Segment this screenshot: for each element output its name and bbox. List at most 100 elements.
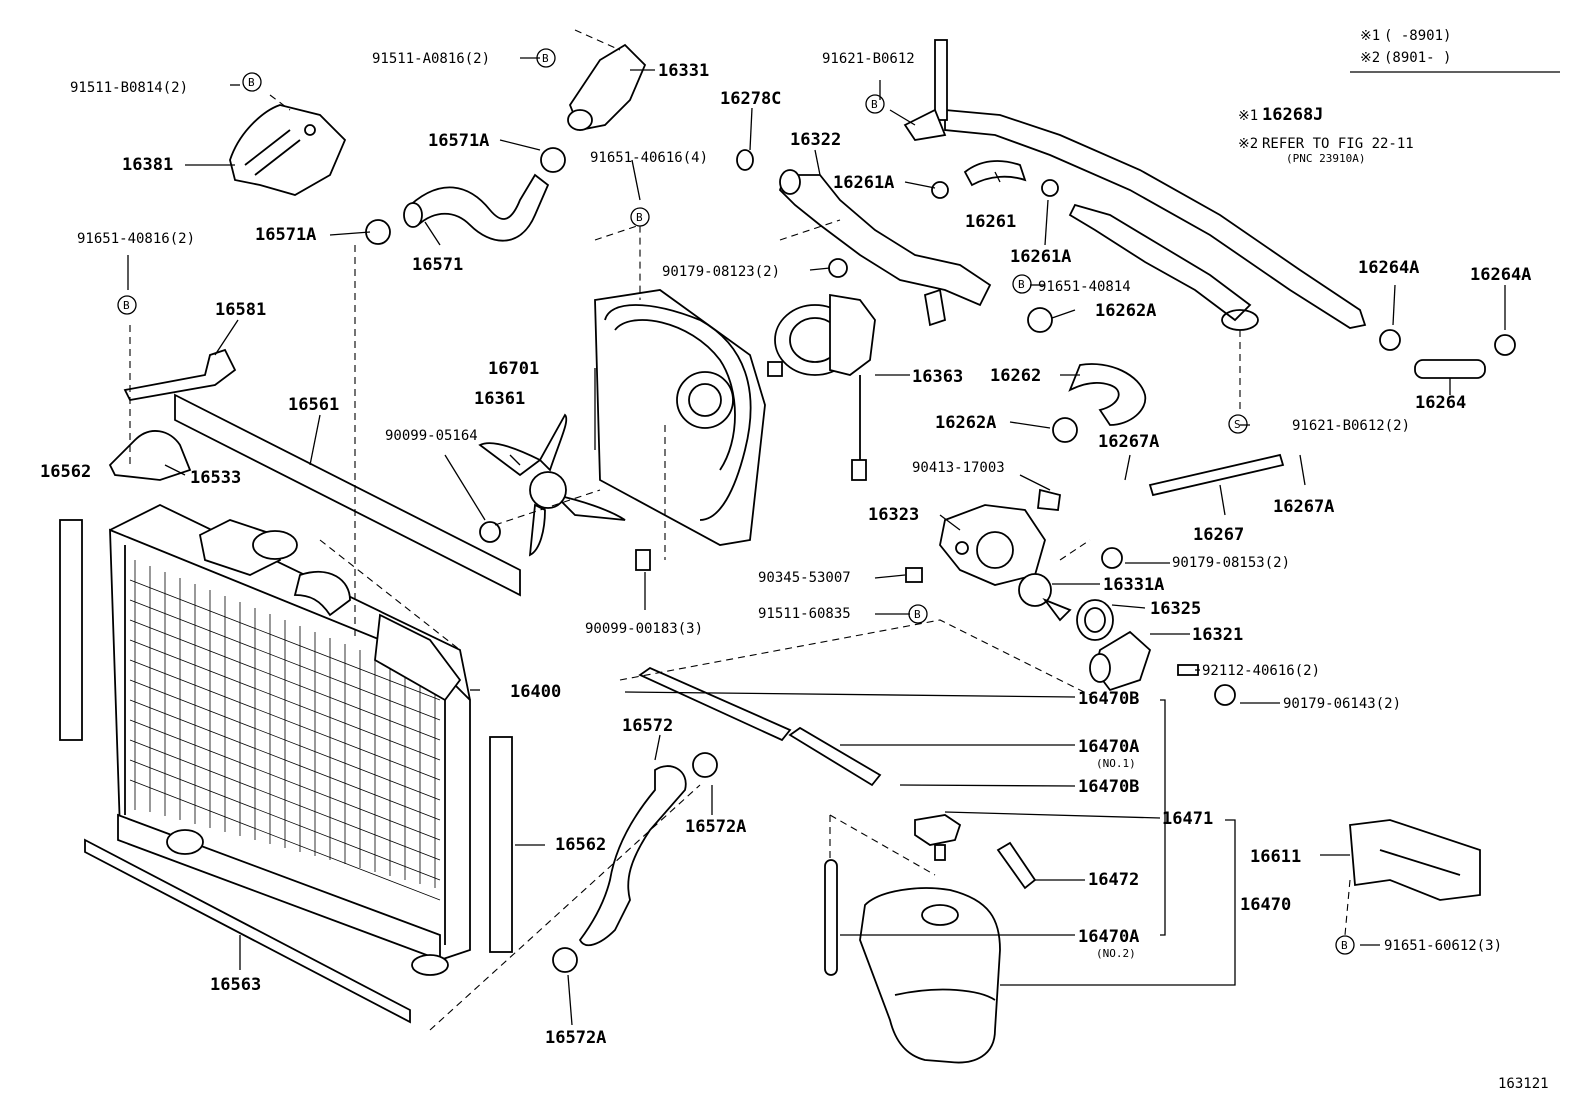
label-16323: 16323 — [868, 505, 919, 525]
label-91621-B0612-2: 91621-B0612(2) — [1292, 418, 1410, 434]
label-16562-right: 16562 — [555, 835, 606, 855]
marker-b: B — [248, 76, 255, 89]
label-16264A-2: 16264A — [1470, 265, 1531, 285]
label-90179-08153: 90179-08153(2) — [1172, 555, 1290, 571]
reservoir-tank-16470 — [824, 814, 1037, 1064]
label-91651-60612: 91651-60612(3) — [1384, 938, 1502, 954]
label-90345-53007: 90345-53007 — [758, 570, 851, 586]
seal-16563 — [84, 838, 411, 1024]
label-16470A-2-sub: (NO.2) — [1096, 947, 1136, 960]
label-16261A-right: 16261A — [1010, 247, 1071, 267]
label-16264: 16264 — [1415, 393, 1466, 413]
note2-mark: ※2 — [1238, 136, 1258, 152]
radiator-lower-outlet — [166, 829, 204, 855]
label-16264A-1: 16264A — [1358, 258, 1419, 278]
notes: ※1 16268J ※2 REFER TO FIG 22-11 (PNC 239… — [1238, 105, 1414, 165]
label-90179-06143: 90179-06143(2) — [1283, 696, 1401, 712]
label-16563: 16563 — [210, 975, 261, 995]
label-91651-40616: 91651-40616(4) — [590, 150, 708, 166]
label-16472: 16472 — [1088, 870, 1139, 890]
fan-shroud-16701 — [594, 289, 766, 546]
label-16470: 16470 — [1240, 895, 1291, 915]
label-16261A-left: 16261A — [833, 173, 894, 193]
bolts-and-nuts — [479, 521, 1236, 706]
marker-b: B — [1018, 278, 1025, 291]
lower-hose-clamps-16572A — [552, 752, 718, 973]
label-16325: 16325 — [1150, 599, 1201, 619]
rubber-strip-right — [489, 736, 513, 953]
note2-subtext: (PNC 23910A) — [1286, 152, 1365, 165]
hose-16262 — [1068, 363, 1147, 426]
label-91651-40816: 91651-40816(2) — [77, 231, 195, 247]
label-90099-05164: 90099-05164 — [385, 428, 478, 444]
label-16562-left: 16562 — [40, 462, 91, 482]
label-16262: 16262 — [990, 366, 1041, 386]
legend: ※1 ( -8901) ※2 (8901- ) — [1350, 28, 1560, 73]
bracket-16581 — [123, 348, 237, 402]
label-16278C: 16278C — [720, 89, 781, 109]
marker-b: B — [123, 299, 130, 312]
hose-clamps-16571A — [365, 147, 566, 245]
marker-b: B — [636, 211, 643, 224]
label-16262A-top: 16262A — [1095, 301, 1156, 321]
figure-number: 163121 — [1498, 1076, 1549, 1092]
bracket-16381 — [229, 104, 347, 196]
small-clamps — [736, 149, 1516, 443]
legend-note2-mark: ※2 — [1360, 50, 1380, 66]
note1-mark: ※1 — [1238, 108, 1258, 124]
marker-b: B — [1341, 939, 1348, 952]
hose-16267 — [1148, 453, 1285, 497]
label-16322: 16322 — [790, 130, 841, 150]
label-16470A-1: 16470A — [1078, 737, 1139, 757]
label-90099-00183: 90099-00183(3) — [585, 621, 703, 637]
label-16331A: 16331A — [1103, 575, 1164, 595]
legend-note2-range: (8901- ) — [1384, 50, 1451, 66]
label-16470A-2: 16470A — [1078, 927, 1139, 947]
label-16571: 16571 — [412, 255, 463, 275]
note2-text: REFER TO FIG 22-11 — [1262, 136, 1414, 152]
note1-text: 16268J — [1262, 105, 1323, 125]
callout-labels: 91511-A0816(2) 16331 91511-B0814(2) 1638… — [40, 51, 1531, 1048]
label-16321: 16321 — [1192, 625, 1243, 645]
label-16561: 16561 — [288, 395, 339, 415]
marker-s: S — [1234, 418, 1241, 431]
label-16572A-bot: 16572A — [545, 1028, 606, 1048]
label-92112-40616: 92112-40616(2) — [1202, 663, 1320, 679]
radiator-16400 — [59, 393, 521, 1024]
water-pipe-16322 — [778, 169, 992, 327]
label-16470B-1: 16470B — [1078, 689, 1139, 709]
label-91511-60835: 91511-60835 — [758, 606, 851, 622]
label-16611: 16611 — [1250, 847, 1301, 867]
bolt-markers: B B B B B B S B B — [117, 48, 1355, 955]
upper-hose-16571 — [403, 173, 550, 242]
label-16471: 16471 — [1162, 809, 1213, 829]
lower-hose-16572 — [578, 765, 687, 947]
thermostat-16331A — [1018, 573, 1072, 622]
water-outlet-16331 — [567, 43, 647, 132]
label-16262A-bot: 16262A — [935, 413, 996, 433]
label-90413-17003: 90413-17003 — [912, 460, 1005, 476]
label-16261: 16261 — [965, 212, 1016, 232]
label-91621-B0612-top: 91621-B0612 — [822, 51, 915, 67]
alignment-dashes — [129, 29, 1351, 1031]
label-16267A-right: 16267A — [1273, 497, 1334, 517]
gasket-16325 — [1076, 599, 1114, 641]
label-91511-B0814: 91511-B0814(2) — [70, 80, 188, 96]
label-16331: 16331 — [658, 61, 709, 81]
label-16572A-mid: 16572A — [685, 817, 746, 837]
label-16361: 16361 — [474, 389, 525, 409]
label-16267A-top: 16267A — [1098, 432, 1159, 452]
fan-motor-16363 — [767, 293, 876, 481]
label-16571A-top: 16571A — [428, 131, 489, 151]
label-16381: 16381 — [122, 155, 173, 175]
label-90179-08123: 90179-08123(2) — [662, 264, 780, 280]
label-16267: 16267 — [1193, 525, 1244, 545]
overflow-hoses-16470A — [638, 666, 882, 787]
label-16572: 16572 — [622, 716, 673, 736]
marker-b: B — [542, 52, 549, 65]
water-inlet-16321 — [1089, 630, 1152, 692]
leader-lines — [127, 57, 1506, 1026]
pipe-16268J — [903, 39, 1367, 331]
marker-b: B — [871, 98, 878, 111]
